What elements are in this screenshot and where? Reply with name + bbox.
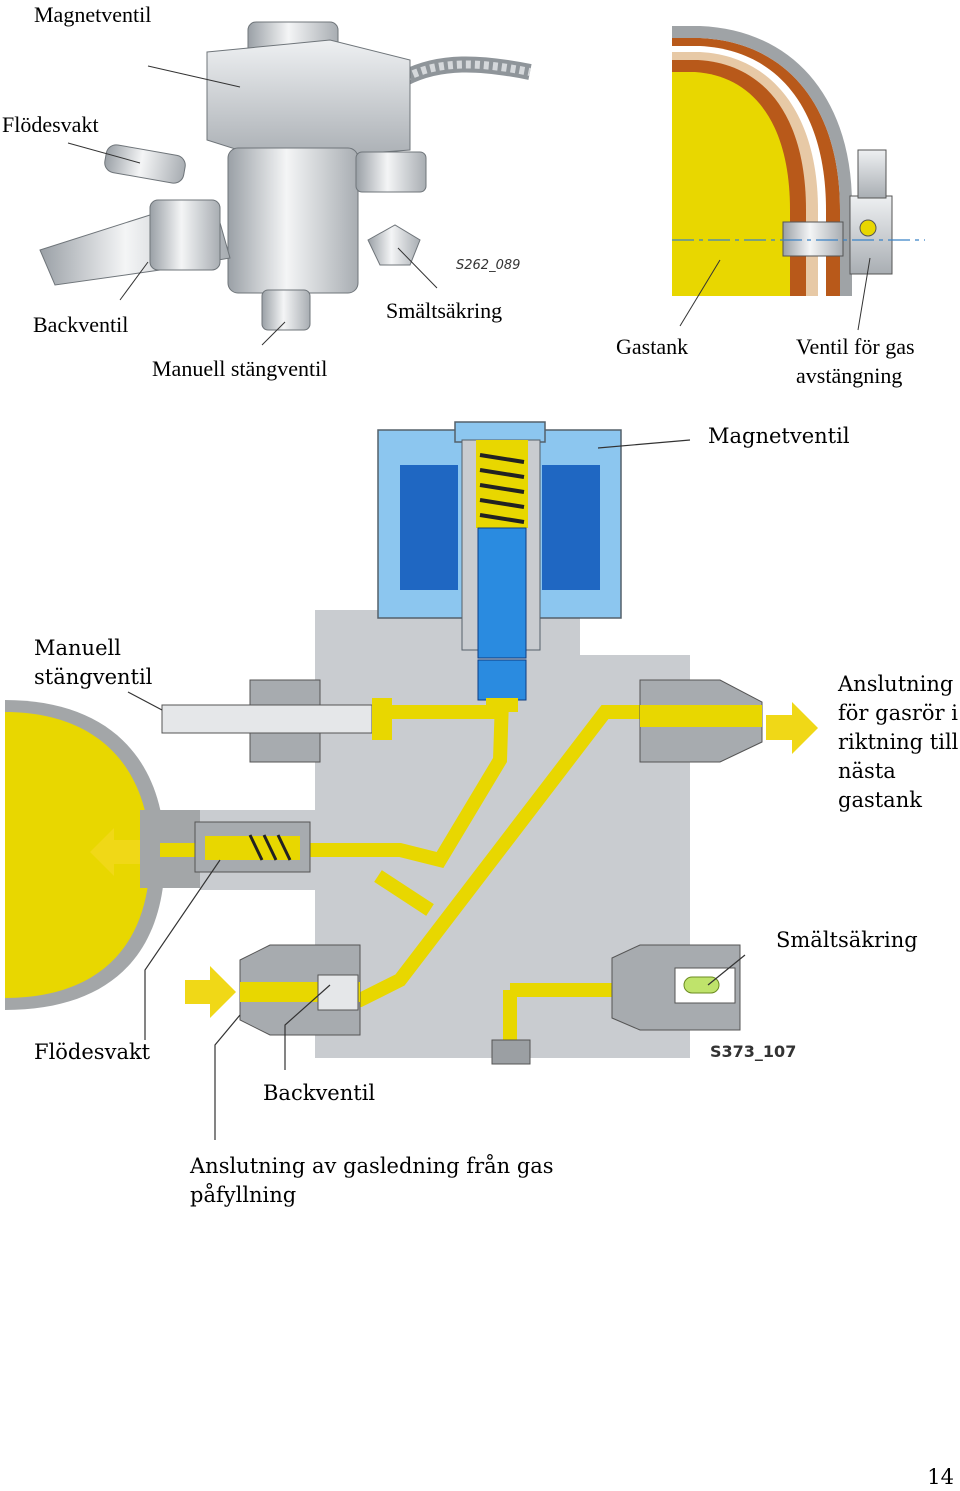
schematic-code: S373_107 [710, 1042, 797, 1061]
label-anslutning-ut: Anslutning för gasrör i riktning till nä… [838, 672, 959, 812]
label-flodesvakt-photo: Flödesvakt [2, 112, 99, 137]
label-flodesvakt-schematic: Flödesvakt [34, 1040, 151, 1064]
label-magnetventil-photo: Magnetventil [34, 2, 152, 27]
valve-schematic [5, 421, 818, 1140]
label-smaltsakring-schematic: Smältsäkring [776, 928, 918, 952]
label-manuell-photo: Manuell stängventil [152, 356, 328, 381]
label-manuell-schematic: Manuell stängventil [34, 636, 153, 689]
label-gastank: Gastank [616, 334, 689, 359]
tank-section-illustration [672, 26, 925, 331]
label-backventil-schematic: Backventil [263, 1081, 376, 1105]
page-number: 14 [927, 1465, 954, 1489]
label-anslutning-in: Anslutning av gasledning från gas påfyll… [190, 1154, 554, 1207]
label-magnetventil-schematic: Magnetventil [708, 424, 850, 448]
label-backventil-photo: Backventil [33, 312, 129, 337]
label-ventil-avstangning: Ventil för gas avstängning [796, 334, 915, 388]
valve-photo-illustration [39, 21, 532, 346]
label-smaltsakring-photo: Smältsäkring [386, 298, 503, 323]
photo-code: S262_089 [456, 258, 521, 273]
